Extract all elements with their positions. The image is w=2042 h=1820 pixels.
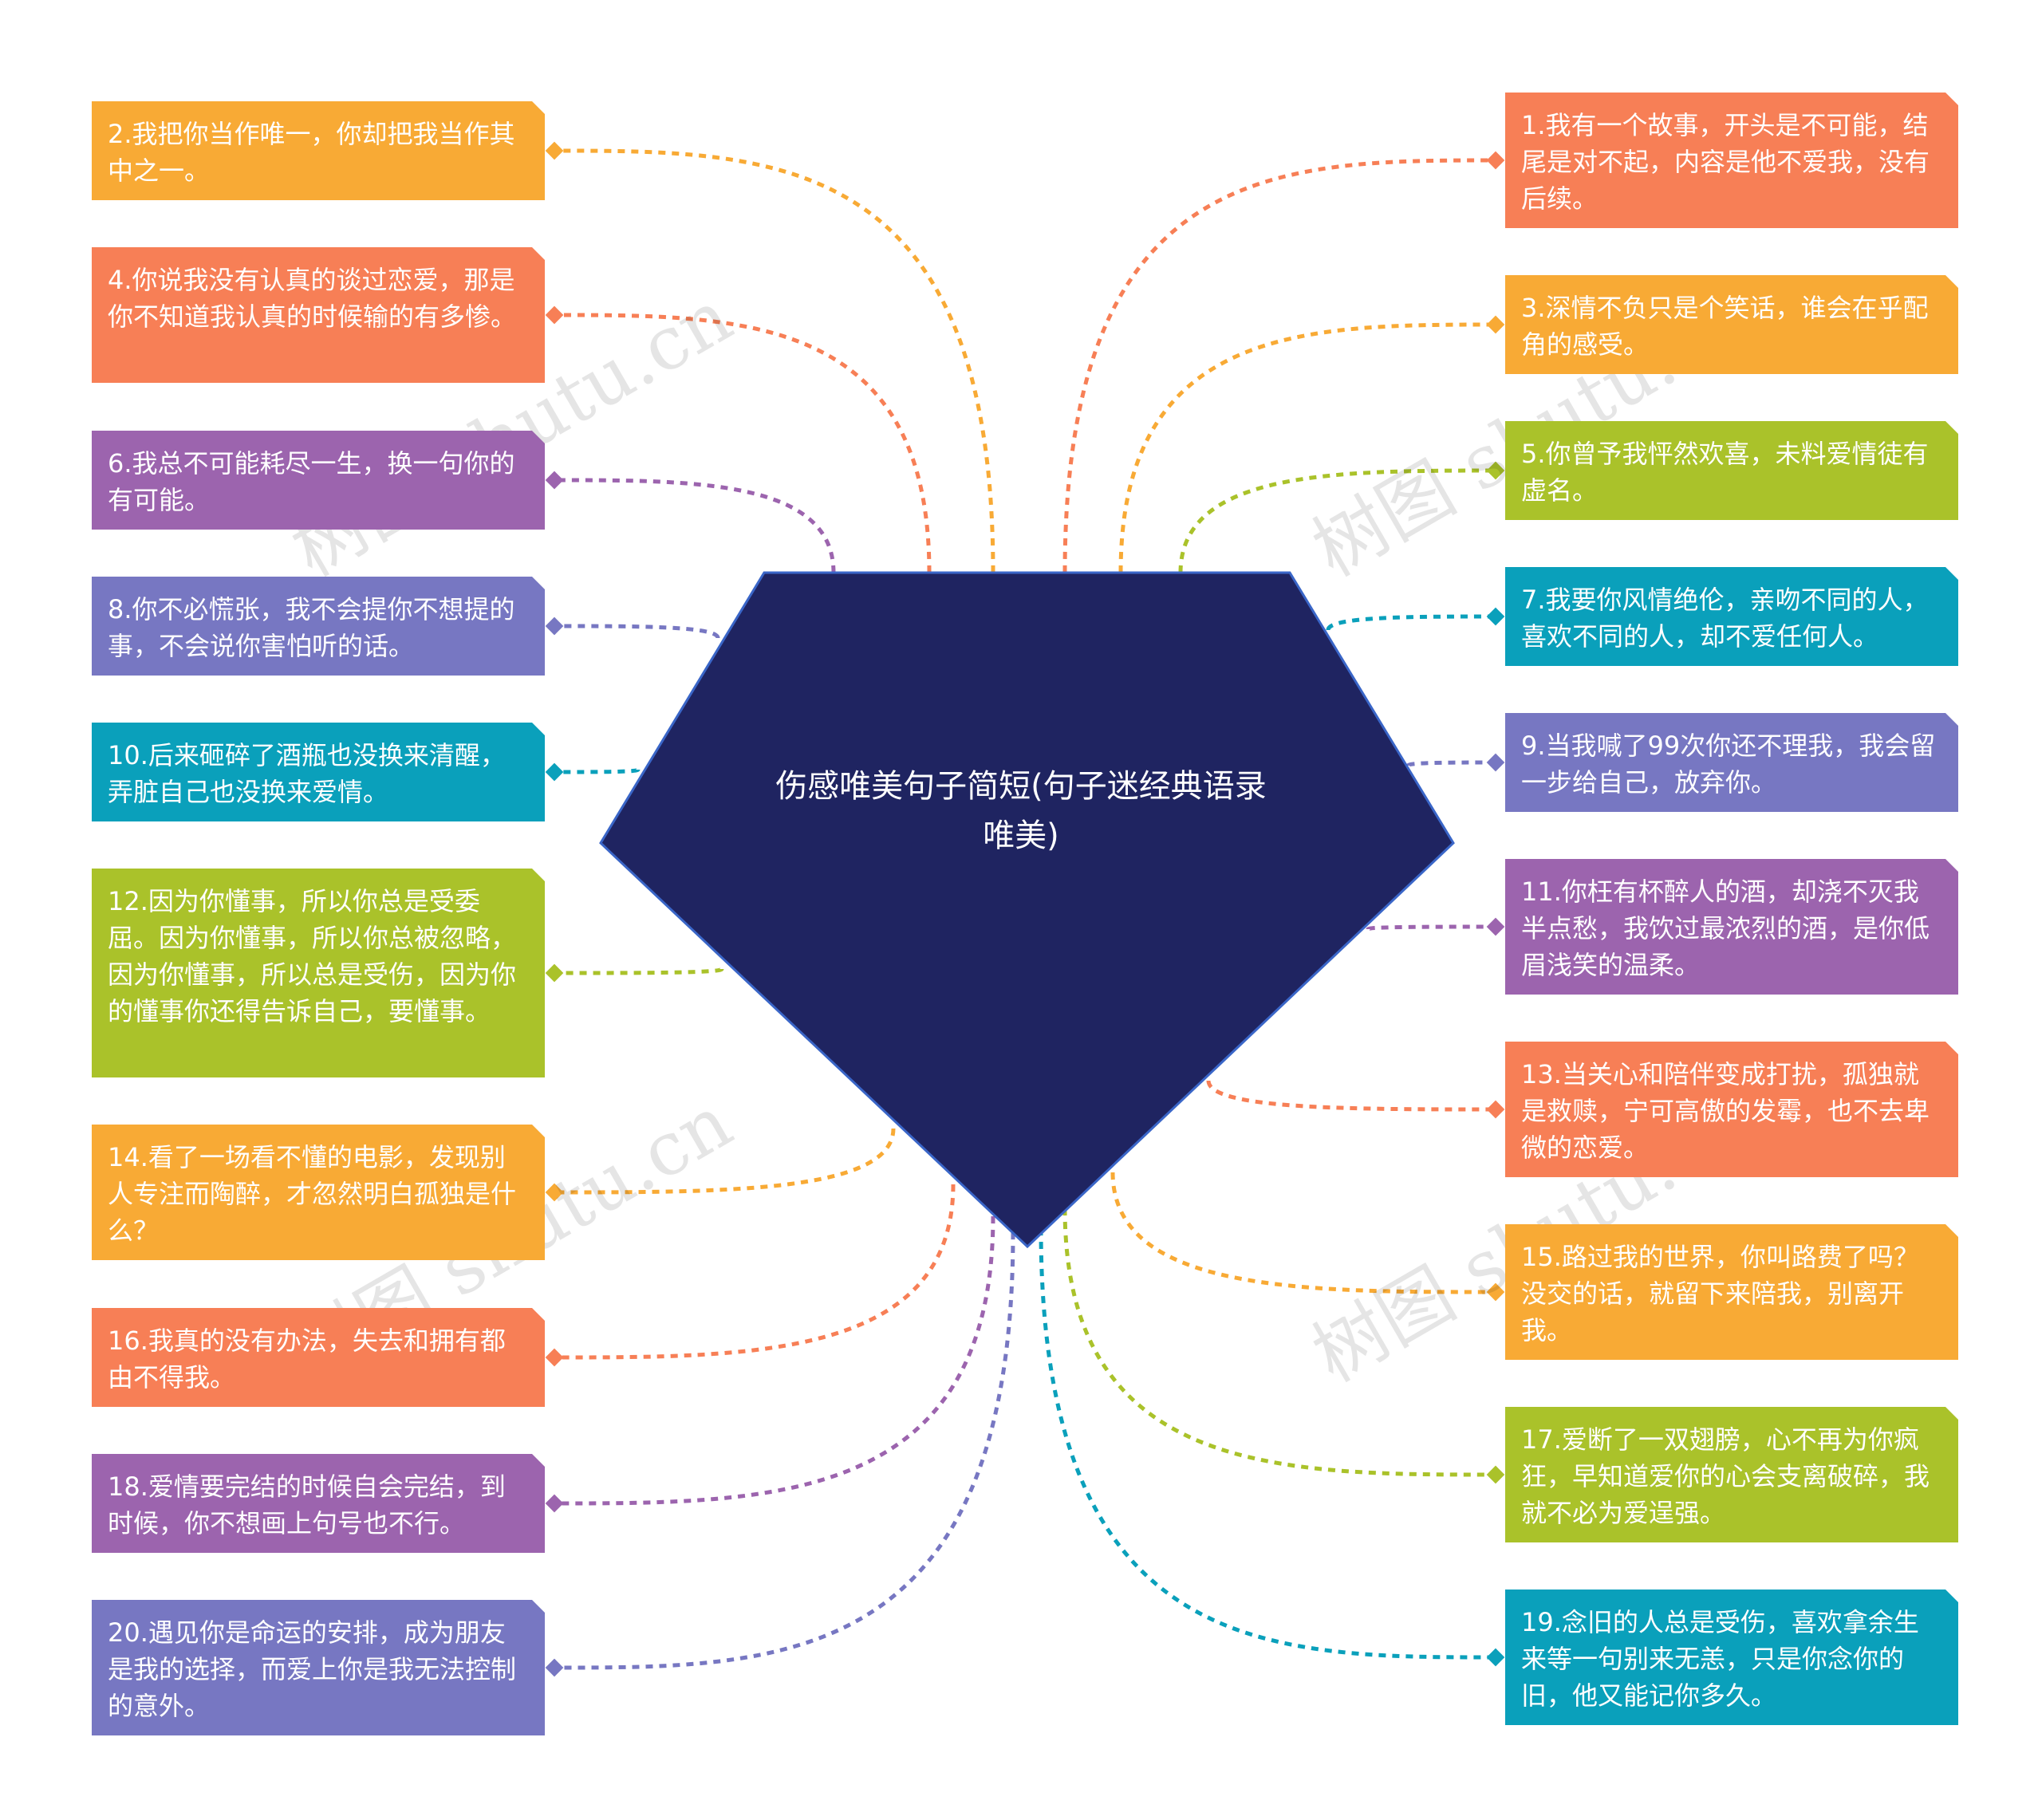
topic-text: 7.我要你风情绝伦，亲吻不同的人，喜欢不同的人，却不爱任何人。 <box>1521 585 1929 652</box>
connector-line <box>1039 1227 1496 1660</box>
connector-line <box>1366 924 1496 932</box>
connector-diamond <box>545 1348 564 1367</box>
center-pentagon <box>599 571 1455 1249</box>
connector-line <box>1110 1172 1496 1294</box>
connector-line <box>554 767 641 774</box>
topic-text: 20.遇见你是命运的安排，成为朋友是我的选择，而爱上你是我无法控制的意外。 <box>108 1617 517 1721</box>
connector-diamond <box>545 762 564 782</box>
topic-node-4[interactable]: 4.你说我没有认真的谈过恋爱，那是你不知道我认真的时候输的有多惨。 <box>92 247 545 383</box>
connector-line <box>554 624 720 640</box>
connector-line <box>1206 1080 1496 1112</box>
connector-line <box>554 148 995 573</box>
topic-text: 14.看了一场看不懂的电影，发现别人专注而陶醉，才忽然明白孤独是什么？ <box>108 1142 517 1246</box>
topic-text: 15.路过我的世界，你叫路费了吗？没交的话，就留下来陪我，别离开我。 <box>1521 1242 1919 1345</box>
center-topic: 伤感唯美句子简短(句子迷经典语录唯美) <box>775 768 1267 854</box>
connector-diamond <box>545 1494 564 1513</box>
topic-node-15[interactable]: 15.路过我的世界，你叫路费了吗？没交的话，就留下来陪我，别离开我。 <box>1505 1224 1958 1360</box>
topic-node-16[interactable]: 16.我真的没有办法，失去和拥有都由不得我。 <box>92 1308 545 1407</box>
connector-line <box>1178 468 1496 573</box>
connector-diamond <box>545 141 564 160</box>
topic-text: 6.我总不可能耗尽一生，换一句你的有可能。 <box>108 448 515 515</box>
connector-diamond <box>1486 1282 1505 1302</box>
connector-diamond <box>1486 315 1505 334</box>
connector-diamond <box>1486 917 1505 936</box>
connector-line <box>554 1128 896 1195</box>
topic-node-18[interactable]: 18.爱情要完结的时候自会完结，到时候，你不想画上句号也不行。 <box>92 1454 545 1553</box>
topic-node-7[interactable]: 7.我要你风情绝伦，亲吻不同的人，喜欢不同的人，却不爱任何人。 <box>1505 567 1958 666</box>
topic-node-12[interactable]: 12.因为你懂事，所以你总是受委屈。因为你懂事，所以你总被忽略，因为你懂事，所以… <box>92 869 545 1077</box>
connector-line <box>554 967 724 975</box>
topic-text: 12.因为你懂事，所以你总是受委屈。因为你懂事，所以你总被忽略，因为你懂事，所以… <box>108 886 517 1026</box>
connector-diamond <box>1486 461 1505 480</box>
topic-text: 11.你枉有杯醉人的酒，却浇不灭我半点愁，我饮过最浓烈的酒，是你低眉浅笑的温柔。 <box>1521 877 1930 980</box>
topic-text: 5.你曾予我怦然欢喜，未料爱情徒有虚名。 <box>1521 439 1929 506</box>
connector-line <box>554 1184 956 1360</box>
connector-line <box>1062 1207 1496 1477</box>
connector-line <box>1118 322 1496 573</box>
topic-node-11[interactable]: 11.你枉有杯醉人的酒，却浇不灭我半点愁，我饮过最浓烈的酒，是你低眉浅笑的温柔。 <box>1505 859 1958 995</box>
connector-diamond <box>545 1183 564 1202</box>
connector-diamond <box>1486 1100 1505 1119</box>
connector-diamond <box>1486 753 1505 772</box>
topic-text: 10.后来砸碎了酒瓶也没换来清醒，弄脏自己也没换来爱情。 <box>108 740 506 807</box>
topic-node-9[interactable]: 9.当我喊了99次你还不理我，我会留一步给自己，放弃你。 <box>1505 713 1958 812</box>
topic-text: 18.爱情要完结的时候自会完结，到时候，你不想画上句号也不行。 <box>108 1471 506 1538</box>
connector-diamond <box>1486 1648 1505 1667</box>
topic-node-10[interactable]: 10.后来砸碎了酒瓶也没换来清醒，弄脏自己也没换来爱情。 <box>92 723 545 821</box>
connector-diamond <box>545 617 564 636</box>
topic-node-6[interactable]: 6.我总不可能耗尽一生，换一句你的有可能。 <box>92 431 545 530</box>
topic-text: 8.你不必慌张，我不会提你不想提的事，不会说你害怕听的话。 <box>108 594 515 661</box>
connector-line <box>1326 614 1496 631</box>
topic-node-8[interactable]: 8.你不必慌张，我不会提你不想提的事，不会说你害怕听的话。 <box>92 577 545 676</box>
connector-diamond <box>545 305 564 325</box>
connector-line <box>554 478 836 573</box>
topic-text: 2.我把你当作唯一，你却把我当作其中之一。 <box>108 119 515 186</box>
topic-node-17[interactable]: 17.爱断了一双翅膀，心不再为你疯狂，早知道爱你的心会支离破碎，我就不必为爱逞强… <box>1505 1407 1958 1542</box>
connector-diamond <box>1486 151 1505 170</box>
topic-node-1[interactable]: 1.我有一个故事，开头是不可能，结尾是对不起，内容是他不爱我，没有后续。 <box>1505 93 1958 228</box>
topic-node-14[interactable]: 14.看了一场看不懂的电影，发现别人专注而陶醉，才忽然明白孤独是什么？ <box>92 1125 545 1260</box>
topic-text: 9.当我喊了99次你还不理我，我会留一步给自己，放弃你。 <box>1521 731 1936 798</box>
topic-text: 17.爱断了一双翅膀，心不再为你疯狂，早知道爱你的心会支离破碎，我就不必为爱逞强… <box>1521 1424 1930 1528</box>
connector-diamond <box>1486 607 1505 626</box>
topic-node-3[interactable]: 3.深情不负只是个笑话，谁会在乎配角的感受。 <box>1505 275 1958 374</box>
connector-line <box>554 313 932 573</box>
connector-line <box>1062 158 1496 573</box>
topic-text: 1.我有一个故事，开头是不可能，结尾是对不起，内容是他不爱我，没有后续。 <box>1521 110 1930 214</box>
topic-node-13[interactable]: 13.当关心和陪伴变成打扰，孤独就是救赎，宁可高傲的发霉，也不去卑微的恋爱。 <box>1505 1042 1958 1177</box>
topic-node-5[interactable]: 5.你曾予我怦然欢喜，未料爱情徒有虚名。 <box>1505 421 1958 520</box>
topic-node-19[interactable]: 19.念旧的人总是受伤，喜欢拿余生来等一句别来无恙，只是你念你的旧，他又能记你多… <box>1505 1590 1958 1725</box>
topic-node-20[interactable]: 20.遇见你是命运的安排，成为朋友是我的选择，而爱上你是我无法控制的意外。 <box>92 1600 545 1735</box>
topic-text: 13.当关心和陪伴变成打扰，孤独就是救赎，宁可高傲的发霉，也不去卑微的恋爱。 <box>1521 1059 1930 1163</box>
connector-line <box>1405 760 1496 768</box>
connector-line <box>554 1231 1015 1670</box>
topic-text: 4.你说我没有认真的谈过恋爱，那是你不知道我认真的时候输的有多惨。 <box>108 265 517 332</box>
connector-line <box>554 1215 995 1506</box>
topic-text: 19.念旧的人总是受伤，喜欢拿余生来等一句别来无恙，只是你念你的旧，他又能记你多… <box>1521 1607 1919 1711</box>
topic-node-2[interactable]: 2.我把你当作唯一，你却把我当作其中之一。 <box>92 101 545 200</box>
connector-diamond <box>545 1658 564 1677</box>
connector-diamond <box>1486 1465 1505 1484</box>
topic-text: 3.深情不负只是个笑话，谁会在乎配角的感受。 <box>1521 293 1929 360</box>
connector-diamond <box>545 471 564 490</box>
connector-diamond <box>545 963 564 983</box>
topic-text: 16.我真的没有办法，失去和拥有都由不得我。 <box>108 1326 506 1393</box>
